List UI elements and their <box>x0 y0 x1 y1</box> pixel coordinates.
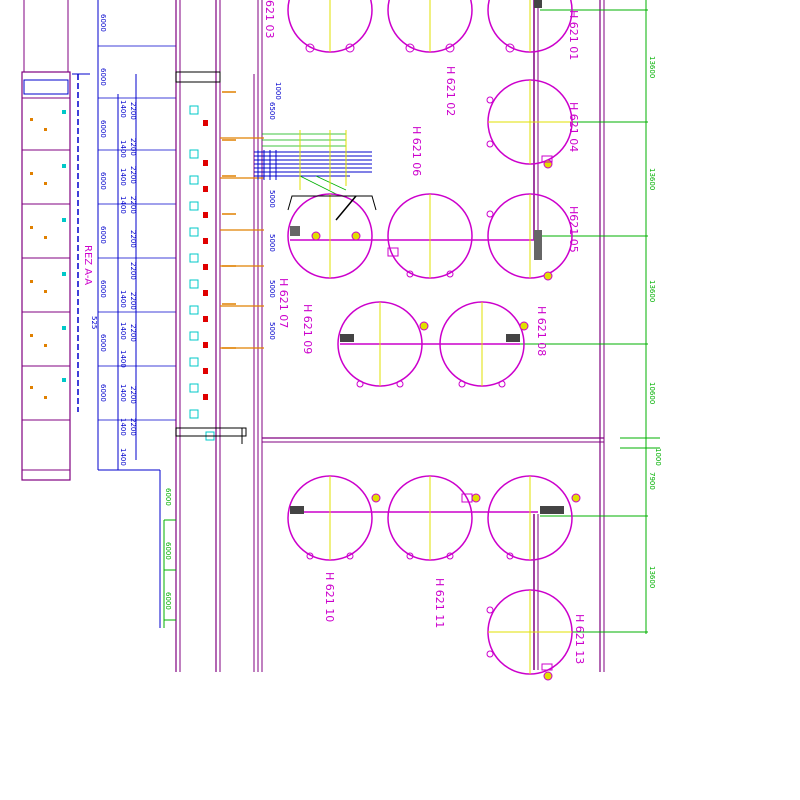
tank-04 <box>486 79 573 169</box>
svg-text:6000: 6000 <box>99 226 107 244</box>
tank-label-01: H 621 01 <box>567 10 580 60</box>
tank-13 <box>486 589 573 681</box>
tank-03 <box>287 0 373 53</box>
dims-6000: 6000 6000 6000 6000 6000 6000 6000 6000 <box>99 14 107 402</box>
svg-text:1000: 1000 <box>654 448 662 466</box>
tank-label-06: H 621 06 <box>410 126 423 176</box>
svg-text:2200: 2200 <box>129 262 137 280</box>
section-view: REZ A-A 525 <box>21 0 98 481</box>
svg-text:2200: 2200 <box>129 324 137 342</box>
svg-text:1400: 1400 <box>119 384 127 402</box>
svg-text:7900: 7900 <box>648 472 656 490</box>
tank-label-04: H 621 04 <box>567 102 580 152</box>
manifold-area <box>97 0 372 672</box>
svg-text:6000: 6000 <box>99 68 107 86</box>
tank-05 <box>486 193 573 281</box>
dims-top: 1000 6500 <box>268 82 282 120</box>
tank-01 <box>487 0 573 53</box>
svg-text:2200: 2200 <box>129 166 137 184</box>
svg-text:2200: 2200 <box>129 196 137 214</box>
tank-label-08: H 621 08 <box>535 306 548 356</box>
dim-525: 525 <box>90 316 98 329</box>
tanks <box>287 0 581 681</box>
tank-10 <box>287 475 381 561</box>
svg-text:6000: 6000 <box>99 334 107 352</box>
tank-11 <box>387 475 481 561</box>
svg-text:5000: 5000 <box>268 322 276 340</box>
svg-text:1000: 1000 <box>274 82 282 100</box>
svg-text:2200: 2200 <box>129 292 137 310</box>
tank-label-11: H 621 11 <box>433 578 446 628</box>
tank-09 <box>337 301 429 388</box>
svg-text:1400: 1400 <box>119 140 127 158</box>
right-dim-texts: 13600 13600 13600 10600 1000 7900 13600 <box>648 56 662 588</box>
tank-02-top <box>387 0 473 53</box>
tank-label-03: 621 03 <box>263 0 276 39</box>
tank-label-10: H 621 10 <box>323 572 336 622</box>
svg-text:6000: 6000 <box>99 14 107 32</box>
svg-text:1400: 1400 <box>119 100 127 118</box>
svg-text:1400: 1400 <box>119 418 127 436</box>
svg-text:5000: 5000 <box>268 280 276 298</box>
svg-text:1400: 1400 <box>119 168 127 186</box>
svg-text:10600: 10600 <box>648 382 656 404</box>
svg-text:13600: 13600 <box>648 280 656 302</box>
svg-text:6000: 6000 <box>99 120 107 138</box>
svg-text:6000: 6000 <box>164 592 172 610</box>
svg-text:2200: 2200 <box>129 418 137 436</box>
tank-area-frame <box>262 0 605 672</box>
tank-label-09: H 621 09 <box>301 304 314 354</box>
svg-text:1400: 1400 <box>119 196 127 214</box>
tank-12 <box>487 475 581 561</box>
svg-text:13600: 13600 <box>648 56 656 78</box>
svg-text:2200: 2200 <box>129 230 137 248</box>
svg-text:13600: 13600 <box>648 566 656 588</box>
svg-text:5000: 5000 <box>268 190 276 208</box>
svg-text:6000: 6000 <box>99 172 107 190</box>
svg-text:6000: 6000 <box>99 280 107 298</box>
svg-text:5000: 5000 <box>268 234 276 252</box>
svg-text:2200: 2200 <box>129 138 137 156</box>
section-label: REZ A-A <box>82 245 93 285</box>
tank-06 <box>387 193 473 279</box>
dims-2200: 2200 2200 2200 2200 2200 2200 2200 2200 … <box>129 102 137 436</box>
dims-mid: 5000 5000 5000 5000 <box>268 190 276 340</box>
svg-text:6000: 6000 <box>164 542 172 560</box>
tank-label-13: H 621 13 <box>573 614 586 664</box>
tank-labels: 621 03 H 621 01 H 621 02 H 621 04 H 621 … <box>263 0 586 664</box>
svg-text:1400: 1400 <box>119 350 127 368</box>
tank-07 <box>287 193 377 279</box>
right-dim-chain <box>520 0 660 634</box>
svg-text:2200: 2200 <box>129 386 137 404</box>
tank-label-07: H 621 07 <box>277 278 290 328</box>
svg-text:6000: 6000 <box>164 488 172 506</box>
dims-bottom-left: 6000 6000 6000 <box>164 488 172 610</box>
svg-text:13600: 13600 <box>648 168 656 190</box>
svg-text:2200: 2200 <box>129 102 137 120</box>
svg-text:1400: 1400 <box>119 322 127 340</box>
dims-1400: 1400 1400 1400 1400 1400 1400 1400 1400 … <box>119 100 127 466</box>
svg-text:6000: 6000 <box>99 384 107 402</box>
svg-text:1400: 1400 <box>119 290 127 308</box>
tank-label-02: H 621 02 <box>444 66 457 116</box>
tank-label-05: H621 05 <box>567 206 580 253</box>
svg-text:6500: 6500 <box>268 102 276 120</box>
svg-text:1400: 1400 <box>119 448 127 466</box>
tank-08 <box>439 301 529 388</box>
